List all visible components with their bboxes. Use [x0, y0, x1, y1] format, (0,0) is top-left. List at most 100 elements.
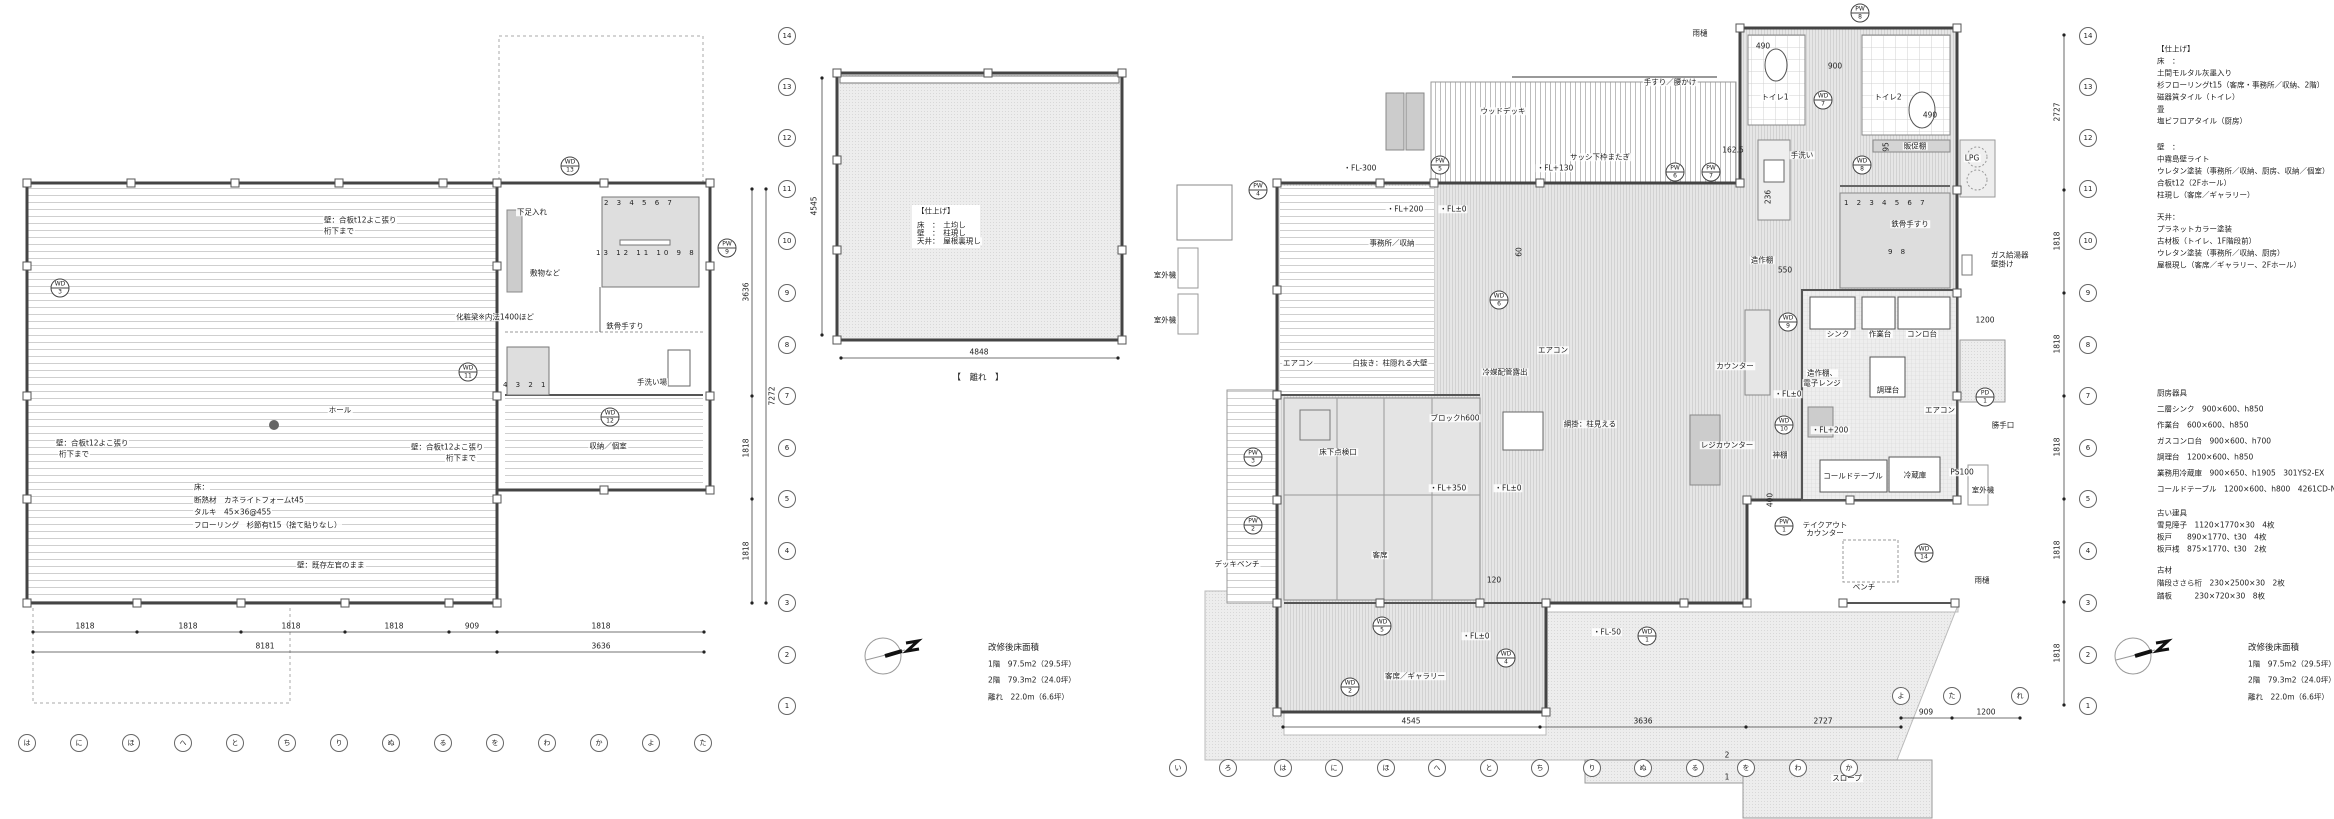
label-title: 【 離れ 】	[952, 372, 1004, 383]
column-post	[22, 598, 32, 608]
label-fl-p130: ・FL+130	[1535, 163, 1575, 173]
tag-number: 2	[1251, 525, 1255, 533]
grid-axis-label: 10	[778, 232, 796, 250]
tag-type: PW	[1775, 518, 1793, 527]
north-arrow-right	[2114, 637, 2173, 675]
grid-axis-label: に	[70, 734, 88, 752]
column-post	[1742, 495, 1752, 505]
area-summary-annex: 離れ 22.0m（6.6坪）	[988, 692, 1069, 702]
grid-axis-label: 5	[778, 490, 796, 508]
label-inspection: 床下点検口	[1318, 447, 1358, 457]
column-post	[1541, 598, 1551, 608]
grid-axis-label: か	[590, 734, 608, 752]
legend-heading: 【仕上げ】	[2157, 44, 2195, 54]
label-floor-rafter: タルキ 45×36@455	[193, 507, 273, 517]
grid-axis-label: 3	[2079, 594, 2097, 612]
label-aircon: エアコン	[1537, 345, 1569, 355]
label-d95: 95	[1881, 142, 1891, 152]
grid-axis-label: 1	[778, 697, 796, 715]
column-post	[236, 598, 246, 608]
label-fl-p350: ・FL+350	[1428, 483, 1468, 493]
tag-number: 2	[1348, 687, 1352, 695]
label-d60: 60	[1514, 247, 1524, 257]
label-handwash: 手洗い	[1789, 150, 1815, 160]
register-counter	[1689, 414, 1721, 486]
label-outdoor-unit: 室外機	[1970, 485, 1996, 495]
dimension-label: 1818	[281, 621, 301, 631]
tag-type: PW	[1244, 517, 1262, 526]
dimension-tick	[820, 333, 824, 337]
dimension-tick	[750, 601, 754, 605]
legend-item: 古材板（トイレ、1F階段前）	[2157, 236, 2257, 246]
dimension-label: 7272	[767, 386, 777, 406]
dimension-label: 1200	[1976, 707, 1996, 717]
column-post	[22, 261, 32, 271]
dimension-tick	[764, 187, 768, 191]
column-post	[1117, 245, 1127, 255]
tag-type: PW	[1702, 164, 1720, 173]
dimension-tick	[1899, 725, 1903, 729]
dimension-tick	[1899, 716, 1903, 720]
lower-stair	[506, 346, 550, 396]
tag-number: 5	[1438, 165, 1442, 173]
legend-item: プラネットカラー塗装	[2157, 224, 2232, 234]
tag-type: WD	[1497, 650, 1515, 659]
legend-item: 屋根現し（客席／ギャラリー、2Fホール）	[2157, 260, 2302, 270]
column-post	[1375, 178, 1385, 188]
dimension-label: 1818	[591, 621, 611, 631]
legend-item: 畳	[2157, 104, 2165, 114]
tag-type: WD	[1341, 679, 1359, 688]
label-deck-bench: デッキベンチ	[1213, 559, 1261, 569]
grid-axis-label: を	[486, 734, 504, 752]
grid-axis-label: ち	[278, 734, 296, 752]
column-post	[1117, 68, 1127, 78]
stair-step-numbers: 13 12 11 10 9 8	[596, 249, 697, 257]
label-block: ブロックh600	[1429, 413, 1481, 423]
label-lpg: LPG	[1963, 153, 1981, 163]
tag-type: WD	[1779, 314, 1797, 323]
label-outdoor-unit: 室外機	[1152, 270, 1178, 280]
tag-number: 8	[1860, 165, 1864, 173]
tag-type: PW	[1851, 5, 1869, 14]
label-d490a: 490	[1755, 41, 1771, 51]
area-summary-1f: 1階 97.5m2（29.5坪）	[988, 659, 1076, 669]
legend-heading: 厨房器具	[2157, 388, 2187, 398]
label-fl-p200: ・FL+200	[1385, 204, 1425, 214]
label-wall-plywood-2: 桁下まで	[445, 453, 477, 463]
label-aircon: エアコン	[1282, 358, 1314, 368]
area-summary-1f: 1階 97.5m2（29.5坪）	[2248, 659, 2334, 669]
label-sink: シンク	[1825, 329, 1851, 339]
legend-item: 中霧島壁ライト	[2157, 154, 2210, 164]
tag-number: 7	[1709, 172, 1713, 180]
dimension-tick	[2062, 33, 2066, 37]
grid-axis-label: を	[1737, 759, 1755, 777]
dimension-tick	[702, 630, 706, 634]
dimension-tick	[820, 76, 824, 80]
tag-number: 14	[1920, 553, 1928, 561]
column-post	[599, 178, 609, 188]
tag-type: WD	[459, 364, 477, 373]
label-dim-w: 4848	[969, 347, 989, 357]
column-post	[492, 598, 502, 608]
legend-item: ガスコンロ台 900×600、h700	[2157, 436, 2271, 446]
tag-number: 4	[1504, 658, 1508, 666]
dashed-outline-upper	[498, 35, 704, 184]
legend-item: 柱現し（客席／ギャラリー）	[2157, 190, 2255, 200]
column-post	[705, 261, 715, 271]
side-deck	[1226, 389, 1278, 604]
lpg-area	[1959, 139, 1996, 198]
tag-number: 3	[1251, 457, 1255, 465]
column-post	[599, 485, 609, 495]
label-water-heater-2: 壁掛け	[1990, 259, 2015, 269]
legend-heading: 古い建具	[2157, 508, 2187, 518]
